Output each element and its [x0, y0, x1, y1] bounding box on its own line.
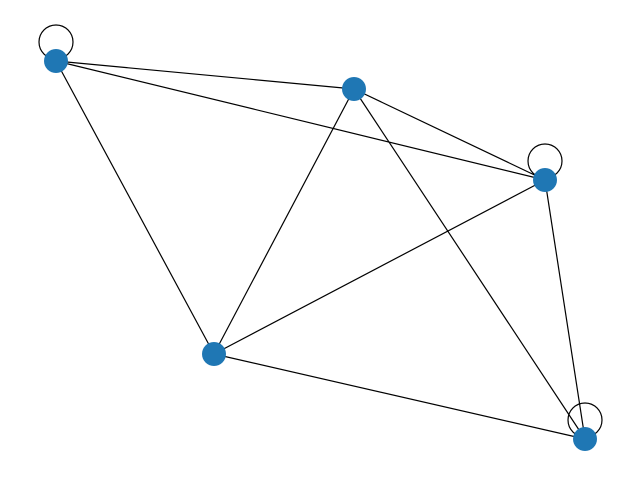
edge-n1-n4 — [353, 88, 586, 440]
node-n1 — [342, 77, 366, 101]
node-n2 — [533, 168, 557, 192]
self-loops-layer — [38, 24, 603, 438]
edge-n3-n4 — [213, 353, 586, 440]
edge-n2-n4 — [544, 179, 586, 440]
node-n0 — [44, 49, 68, 73]
node-n3 — [202, 342, 226, 366]
node-n4 — [573, 427, 597, 451]
edge-n0-n3 — [55, 60, 215, 355]
edge-n1-n3 — [213, 88, 355, 355]
edges-layer — [55, 60, 586, 440]
nodes-layer — [44, 49, 597, 451]
edge-n1-n2 — [353, 88, 546, 181]
edge-n0-n1 — [55, 60, 355, 90]
edge-n0-n2 — [55, 60, 546, 181]
edge-n2-n3 — [213, 179, 546, 355]
